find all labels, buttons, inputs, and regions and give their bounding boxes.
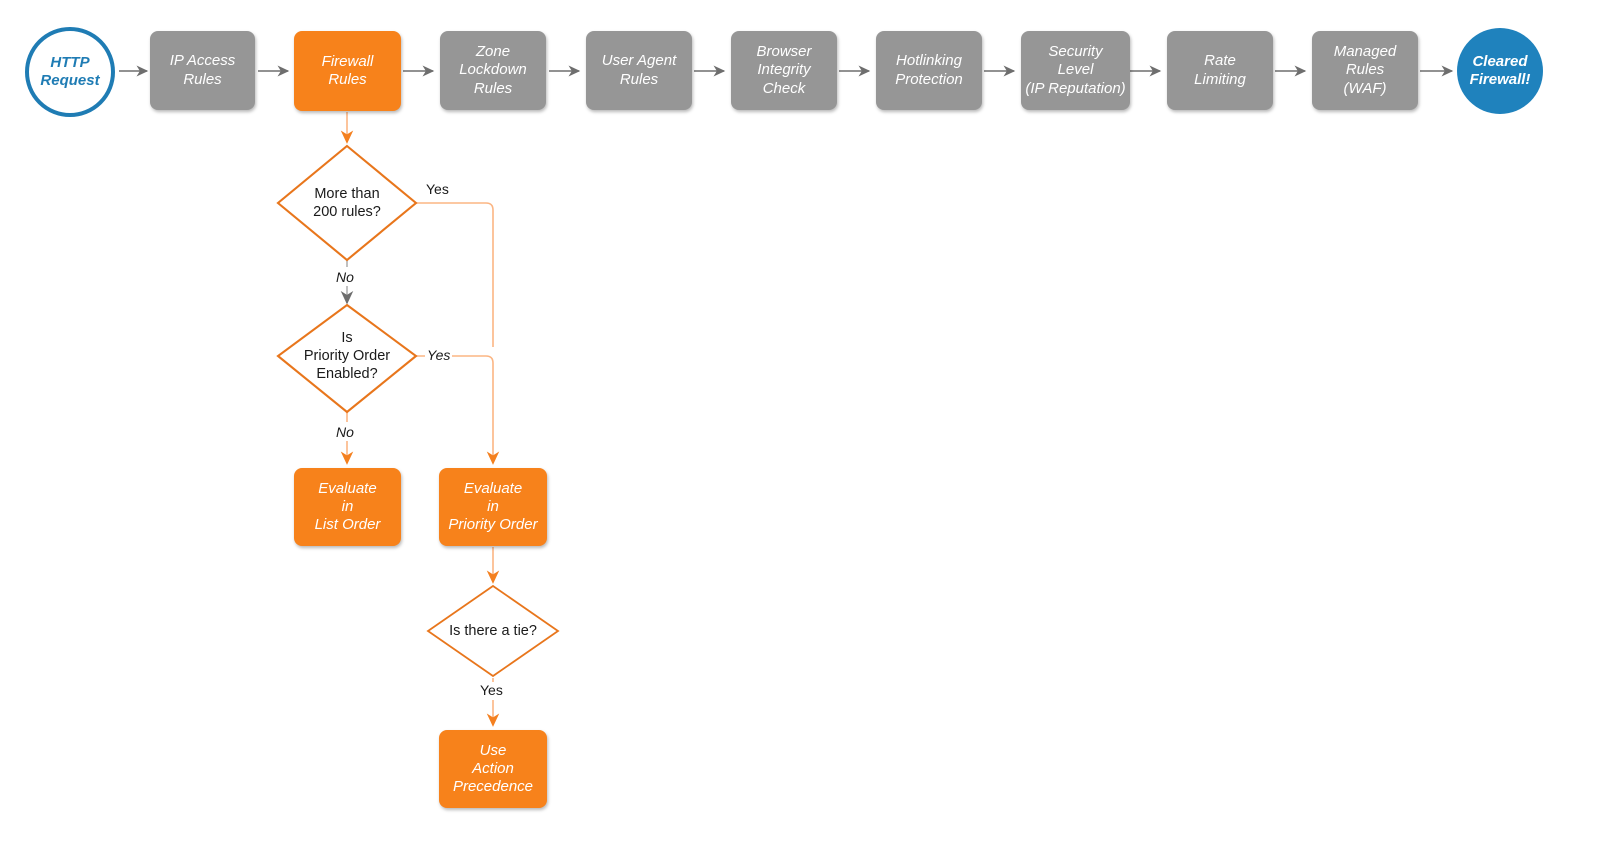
browser-integrity-line2: Integrity xyxy=(757,61,811,79)
node-firewall-rules[interactable]: Firewall Rules xyxy=(294,31,401,111)
cleared-firewall-line2: Firewall! xyxy=(1469,71,1531,88)
is-there-a-tie-line1: Is there a tie? xyxy=(449,622,537,639)
evaluate-list-order-line3: List Order xyxy=(314,516,381,534)
http-request-line2: Request xyxy=(40,72,100,89)
hotlinking-line2: Protection xyxy=(895,70,963,88)
edge-label-yes-200-rules: Yes xyxy=(426,181,449,197)
more-than-200-rules-line2: 200 rules? xyxy=(313,204,381,220)
node-evaluate-in-list-order[interactable]: Evaluate in List Order xyxy=(294,468,401,546)
use-action-precedence-line2: Action xyxy=(472,759,514,777)
is-priority-order-line2: Priority Order xyxy=(303,347,391,364)
evaluate-priority-order-line2: in xyxy=(487,497,499,515)
edge-label-yes-priority-order: Yes xyxy=(425,347,453,363)
node-evaluate-in-priority-order[interactable]: Evaluate in Priority Order xyxy=(439,468,547,546)
decision-is-priority-order-enabled-shape xyxy=(276,303,418,414)
node-browser-integrity-check[interactable]: Browser Integrity Check xyxy=(731,31,837,110)
edge-200rules-yes xyxy=(414,202,494,347)
edge-priority-yes xyxy=(414,355,500,465)
ip-access-rules-line1: IP Access xyxy=(169,52,236,70)
more-than-200-rules-line1: More than xyxy=(314,185,380,202)
edge-label-no-priority-order: No xyxy=(336,424,354,440)
decision-more-than-200-rules-shape xyxy=(276,144,418,262)
zone-lockdown-rules-line2: Lockdown xyxy=(459,61,527,79)
browser-integrity-line1: Browser xyxy=(756,43,812,61)
evaluate-list-order-line1: Evaluate xyxy=(318,479,377,497)
node-cleared-firewall[interactable]: Cleared Firewall! xyxy=(1457,28,1543,114)
node-use-action-precedence[interactable]: Use Action Precedence xyxy=(439,730,547,808)
evaluate-priority-order-line3: Priority Order xyxy=(448,516,538,534)
use-action-precedence-line1: Use xyxy=(479,741,507,759)
browser-integrity-line3: Check xyxy=(762,79,806,97)
zone-lockdown-rules-line1: Zone xyxy=(475,43,511,61)
cleared-firewall-line1: Cleared xyxy=(1472,52,1528,70)
edge-label-yes-tie: Yes xyxy=(478,682,505,698)
decision-is-priority-order-enabled[interactable]: Is Priority Order Enabled? xyxy=(277,324,417,388)
zone-lockdown-rules-line3: Rules xyxy=(473,79,513,97)
node-hotlinking-protection[interactable]: Hotlinking Protection xyxy=(876,31,982,110)
node-security-level[interactable]: Security Level (IP Reputation) xyxy=(1021,31,1130,110)
ip-access-rules-line2: Rules xyxy=(183,70,222,88)
evaluate-priority-order-line1: Evaluate xyxy=(463,479,523,497)
security-level-line3: (IP Reputation) xyxy=(1025,79,1126,97)
security-level-line2: Level xyxy=(1057,61,1094,79)
managed-rules-line2: Rules xyxy=(1345,61,1385,79)
security-level-line1: Security xyxy=(1048,43,1103,61)
hotlinking-line1: Hotlinking xyxy=(896,52,962,70)
evaluate-list-order-line2: in xyxy=(341,497,354,515)
node-user-agent-rules[interactable]: User Agent Rules xyxy=(586,31,692,110)
node-managed-rules-waf[interactable]: Managed Rules (WAF) xyxy=(1312,31,1418,110)
use-action-precedence-line3: Precedence xyxy=(452,778,534,796)
firewall-rules-line1: Firewall xyxy=(321,52,374,70)
node-zone-lockdown-rules[interactable]: Zone Lockdown Rules xyxy=(440,31,546,110)
node-http-request[interactable]: HTTP Request xyxy=(25,27,115,117)
http-request-line1: HTTP xyxy=(50,53,90,71)
managed-rules-line3: (WAF) xyxy=(1343,79,1387,97)
node-ip-access-rules[interactable]: IP Access Rules xyxy=(150,31,255,110)
rate-limiting-line2: Limiting xyxy=(1194,70,1246,88)
edge-label-no-200-rules: No xyxy=(336,269,354,285)
decision-is-there-a-tie-shape xyxy=(426,584,560,678)
managed-rules-line1: Managed xyxy=(1333,43,1397,61)
user-agent-rules-line2: Rules xyxy=(619,70,659,88)
is-priority-order-line3: Enabled? xyxy=(316,366,378,383)
decision-more-than-200-rules[interactable]: More than 200 rules? xyxy=(281,172,413,234)
firewall-rules-line2: Rules xyxy=(328,71,367,88)
user-agent-rules-line1: User Agent xyxy=(601,52,677,70)
rate-limiting-line1: Rate xyxy=(1204,52,1236,70)
decision-is-there-a-tie[interactable]: Is there a tie? xyxy=(428,618,558,644)
node-rate-limiting[interactable]: Rate Limiting xyxy=(1167,31,1273,110)
is-priority-order-line1: Is xyxy=(341,329,353,346)
